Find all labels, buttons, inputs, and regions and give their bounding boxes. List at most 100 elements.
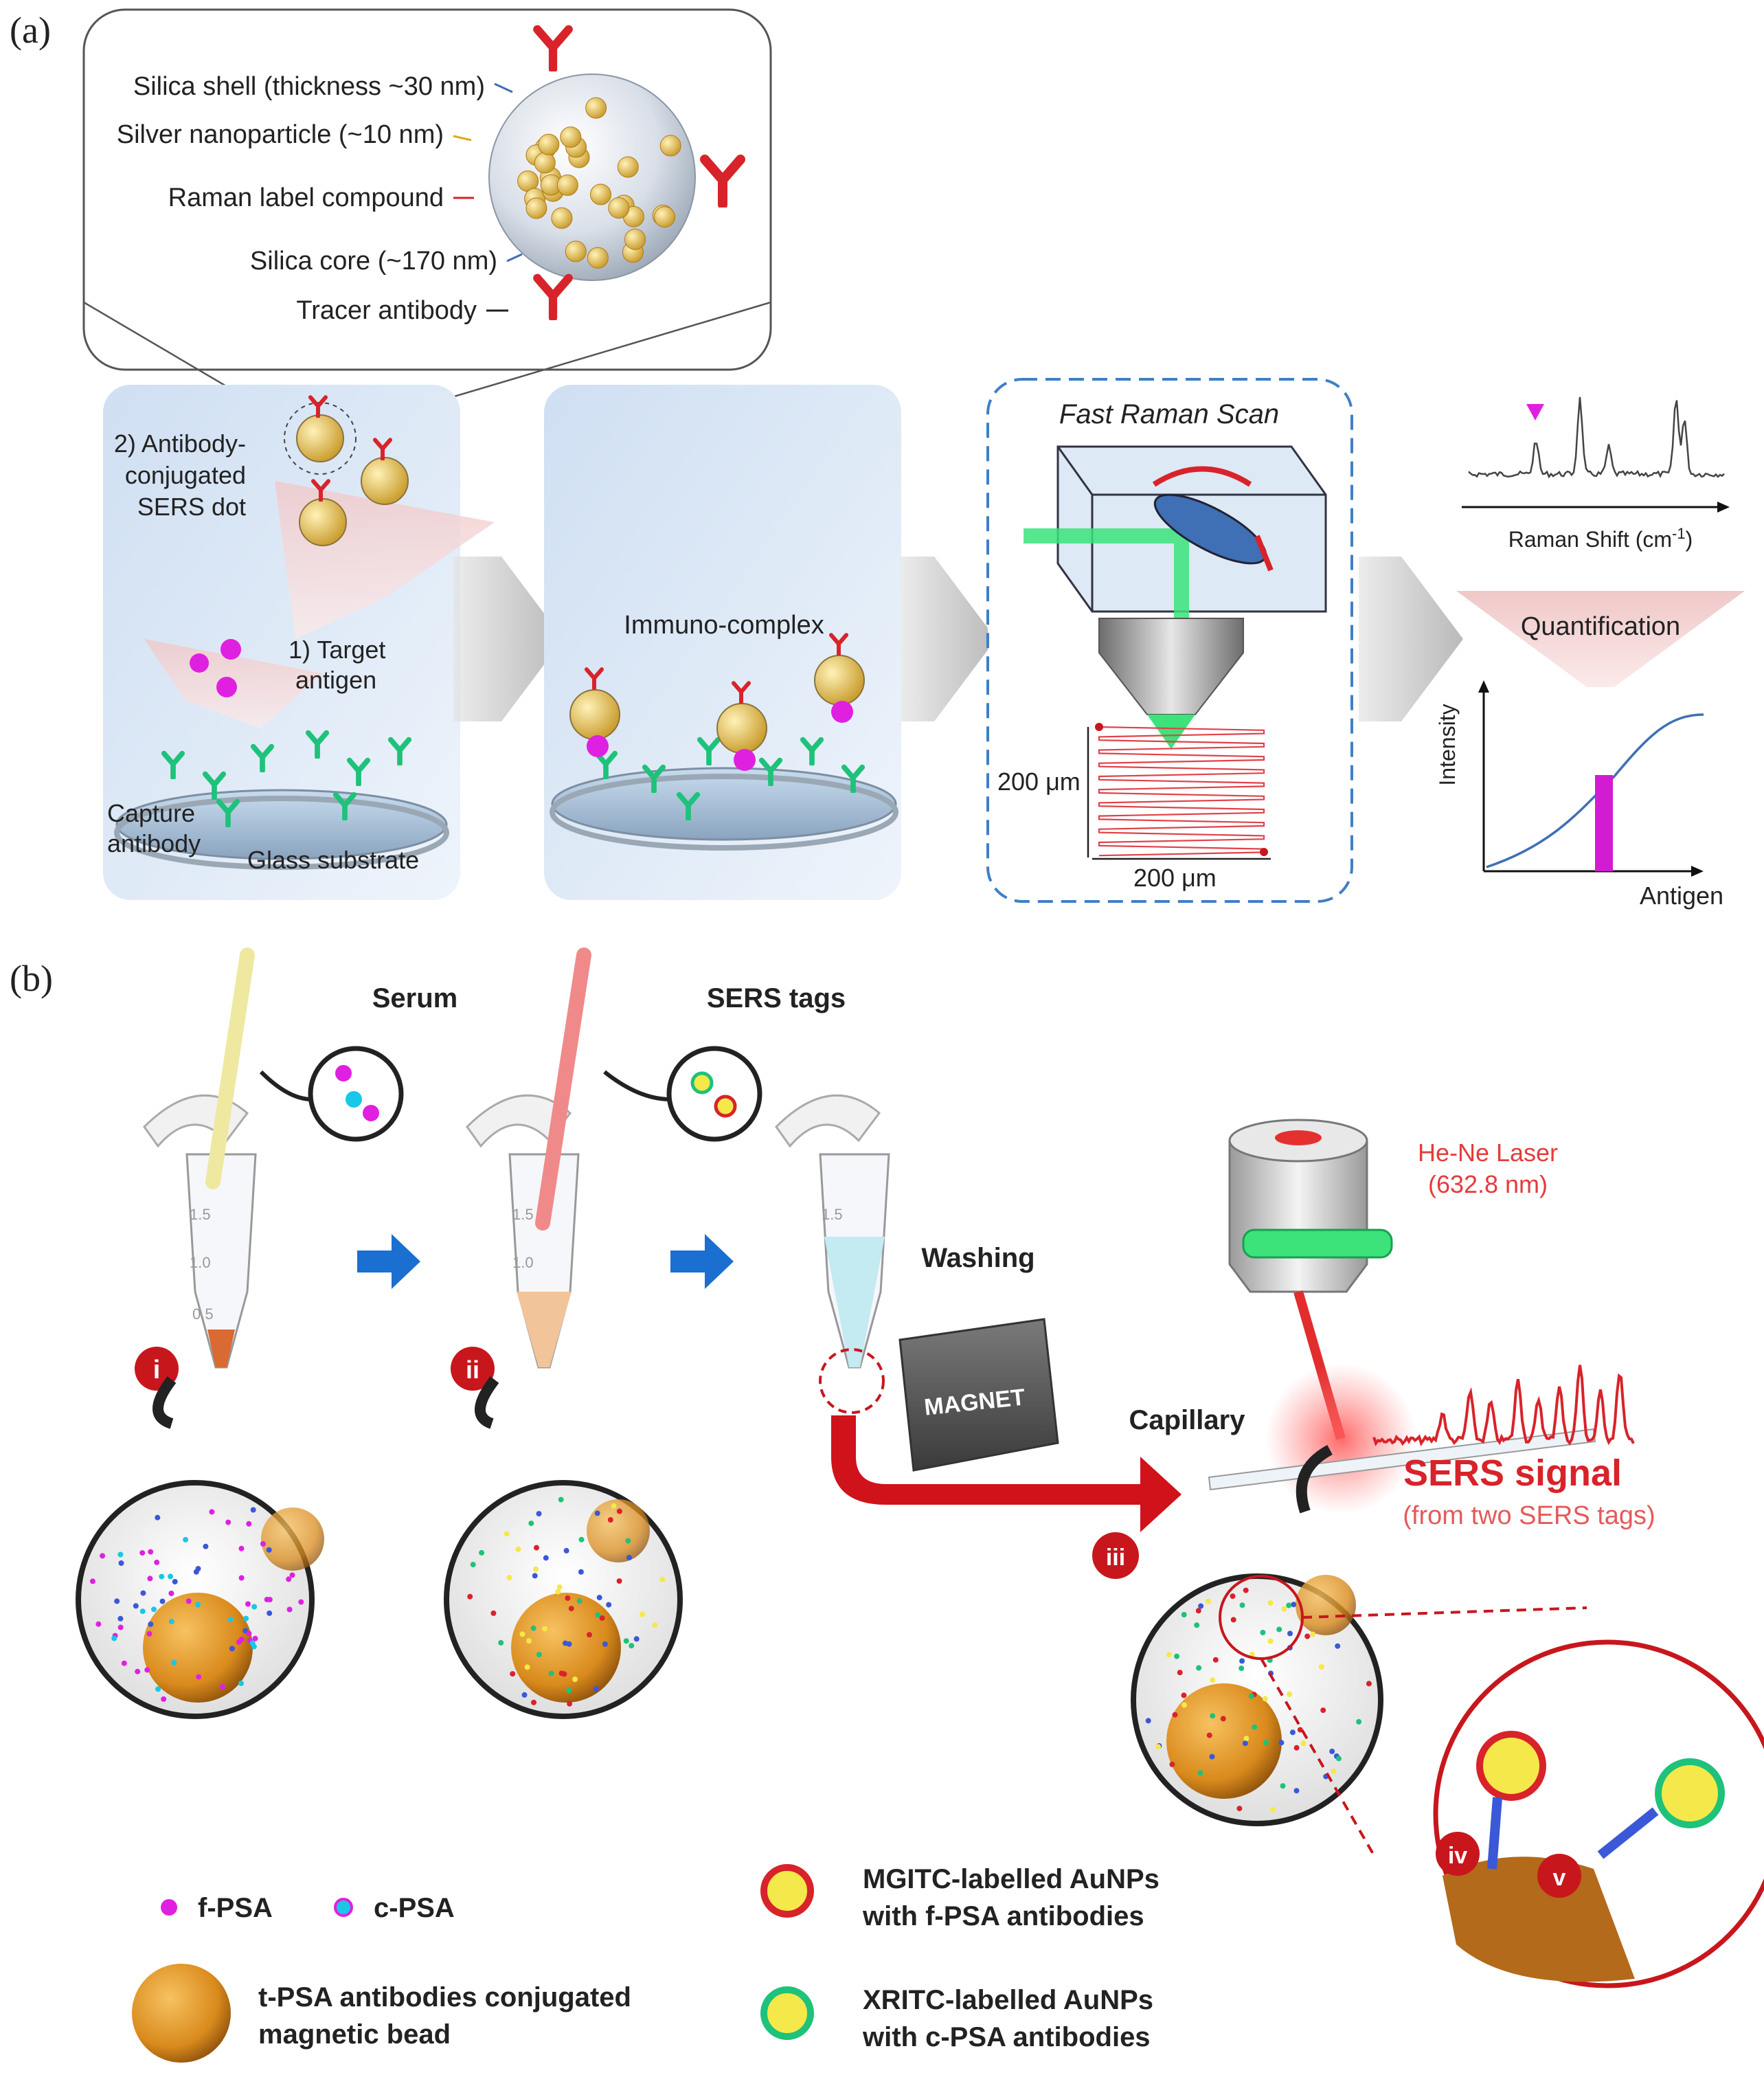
calib-y-head — [1478, 680, 1489, 693]
transfer-arrow — [831, 1415, 1181, 1532]
particle — [616, 1578, 622, 1584]
magnify-line-1 — [1302, 1606, 1587, 1619]
panel-a: (a) Silica shell (thickness ~30 nm) Silv… — [10, 8, 1745, 910]
label-capture-2: antibody — [107, 829, 201, 857]
calibration-curve — [1486, 713, 1704, 868]
particle — [531, 1699, 536, 1705]
particle — [229, 1646, 235, 1652]
particle — [1289, 1729, 1296, 1736]
calib-xlabel: Antigen — [1640, 882, 1723, 910]
calib-x-head — [1691, 866, 1704, 877]
immuno-complexes — [569, 635, 864, 819]
particle — [264, 1597, 270, 1602]
legend-cpsa: c-PSA — [374, 1893, 455, 1923]
particle — [565, 1595, 571, 1601]
particle — [168, 1573, 174, 1580]
silver-nanoparticle — [659, 135, 681, 157]
panel-b: (b) Serum 1.5 1.0 0.5 i — [10, 947, 1764, 2063]
particle — [1310, 1631, 1316, 1637]
particle — [1198, 1603, 1204, 1609]
bound-antigen — [734, 749, 756, 771]
particle — [1267, 1600, 1274, 1606]
particle — [1335, 1643, 1341, 1649]
silver-nanoparticle — [587, 247, 609, 269]
particle — [1206, 1732, 1212, 1738]
silver-nanoparticle — [617, 156, 639, 178]
particle — [606, 1602, 612, 1608]
particle — [117, 1615, 124, 1622]
particle — [238, 1637, 245, 1643]
bead-surface — [1443, 1857, 1635, 1982]
particle — [146, 1630, 152, 1637]
particle — [593, 1686, 599, 1692]
tube-2: SERS tags 1.5 1.0 ii — [451, 947, 846, 1391]
legend-bead-icon — [132, 1964, 231, 2063]
particle — [1286, 1602, 1292, 1608]
particle — [1181, 1612, 1187, 1617]
label-tracer-antibody: Tracer antibody — [296, 296, 477, 325]
silver-nanoparticle — [565, 240, 587, 262]
particle — [1155, 1744, 1162, 1750]
label-dim-h: 200 μm — [1133, 864, 1217, 892]
particle — [536, 1652, 542, 1658]
bound-sers-dot — [569, 689, 620, 740]
tube-2-mark-2: 1.0 — [512, 1254, 534, 1271]
particle — [183, 1536, 189, 1543]
zoom-iii-tail — [1296, 1444, 1333, 1514]
legend-fpsa-icon — [161, 1899, 177, 1916]
particle — [548, 1670, 554, 1676]
particle — [1276, 1626, 1282, 1633]
tube-1: Serum 1.5 1.0 0.5 i — [135, 947, 457, 1391]
particle — [1243, 1736, 1250, 1742]
particle — [1242, 1740, 1248, 1747]
particle — [596, 1595, 602, 1601]
particle — [245, 1601, 251, 1607]
particle — [252, 1635, 258, 1641]
particle — [607, 1517, 613, 1523]
particle — [1210, 1713, 1216, 1719]
step-iv-badge — [1436, 1832, 1480, 1876]
particle — [185, 1598, 192, 1604]
particle — [1262, 1696, 1268, 1702]
particle — [286, 1606, 293, 1613]
magnet-block — [898, 1318, 1059, 1472]
legend-mgitc-1: MGITC-labelled AuNPs — [863, 1864, 1160, 1894]
measured-bar — [1595, 775, 1613, 871]
silver-nanoparticle — [654, 206, 676, 228]
tag-red-link — [1487, 1797, 1502, 1870]
bead-iii-blur — [1296, 1575, 1356, 1635]
particle — [1181, 1692, 1187, 1698]
sers-dot — [296, 414, 344, 462]
particle — [611, 1503, 617, 1509]
particle — [100, 1553, 106, 1559]
particle — [155, 1514, 161, 1521]
particle — [1212, 1657, 1219, 1663]
step4-quant: Raman Shift (cm-1) Quantification Intens… — [1435, 396, 1745, 910]
sers-tags-zoom-tail — [603, 1070, 671, 1101]
particle — [1336, 1756, 1342, 1762]
label-raman-compound: Raman label compound — [168, 183, 444, 212]
particle — [249, 1640, 256, 1646]
particle — [238, 1575, 245, 1581]
particle — [209, 1509, 215, 1515]
tube-3-lid — [775, 1094, 881, 1148]
tube-2-mark-1: 1.5 — [512, 1206, 534, 1223]
laser-setup: He-Ne Laser (632.8 nm) Capillary SERS si… — [1129, 1119, 1655, 1530]
particle — [563, 1547, 569, 1554]
particle — [148, 1621, 154, 1627]
tube-3-mark-1: 1.5 — [822, 1206, 843, 1223]
particle — [470, 1562, 476, 1568]
particle — [1239, 1658, 1245, 1664]
particle — [286, 1576, 292, 1582]
tag-red-large — [1476, 1731, 1546, 1801]
step2-background — [544, 385, 901, 900]
particle — [1196, 1665, 1202, 1671]
particle — [629, 1643, 635, 1649]
particle — [154, 1559, 160, 1565]
particle — [159, 1598, 166, 1604]
silver-nanoparticle — [608, 197, 630, 219]
particle — [568, 1606, 574, 1612]
label-silver-np: Silver nanoparticle (~10 nm) — [117, 120, 444, 149]
particle — [1209, 1753, 1215, 1760]
particle — [1287, 1691, 1293, 1697]
